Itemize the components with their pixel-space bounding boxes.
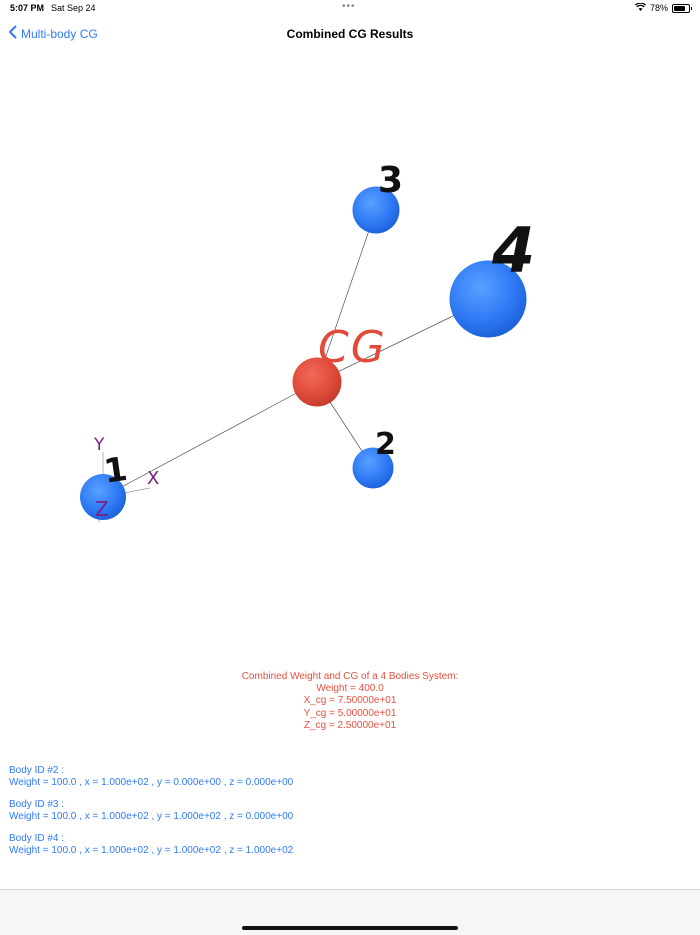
body-4-sphere[interactable] xyxy=(449,260,527,338)
status-time: 5:07 PM xyxy=(10,3,45,13)
x-axis-label: X xyxy=(147,468,159,489)
body-2-label: 2 xyxy=(375,427,396,462)
body-entry: Body ID #2 : Weight = 100.0 , x = 1.000e… xyxy=(9,765,293,789)
status-bar: 5:07 PM Sat Sep 24 ••• 78% xyxy=(0,0,700,18)
navigation-bar: Multi-body CG Combined CG Results xyxy=(0,20,700,50)
page-title: Combined CG Results xyxy=(286,27,414,41)
summary-z-cg: Z_cg = 2.50000e+01 xyxy=(303,719,397,731)
body-4-label: 4 xyxy=(491,214,535,287)
body-details: Weight = 100.0 , x = 1.000e+02 , y = 1.0… xyxy=(9,845,294,856)
body-entry: Body ID #4 : Weight = 100.0 , x = 1.000e… xyxy=(9,833,293,857)
body-list: Body ID #2 : Weight = 100.0 , x = 1.000e… xyxy=(9,765,293,867)
bottom-bar xyxy=(0,889,700,935)
cg-sphere[interactable] xyxy=(292,357,342,407)
battery-icon xyxy=(672,3,692,13)
body-details: Weight = 100.0 , x = 1.000e+02 , y = 0.0… xyxy=(9,777,294,788)
cg-3d-scene[interactable]: 1 2 3 4 CG X Y Z xyxy=(0,60,700,650)
body-1-sphere[interactable] xyxy=(80,474,126,520)
link-cg-body1 xyxy=(102,381,318,498)
body-2-sphere[interactable] xyxy=(352,447,394,489)
summary-y-cg: Y_cg = 5.00000e+01 xyxy=(303,707,397,719)
cg-label: CG xyxy=(318,322,387,373)
body-entry: Body ID #3 : Weight = 100.0 , x = 1.000e… xyxy=(9,799,293,823)
summary-weight: Weight = 400.0 xyxy=(316,683,384,695)
link-cg-body3 xyxy=(316,209,377,383)
body-details: Weight = 100.0 , x = 1.000e+02 , y = 1.0… xyxy=(9,811,294,822)
chevron-left-icon xyxy=(8,25,17,43)
body-id: Body ID #3 : xyxy=(9,799,65,810)
summary-x-cg: X_cg = 7.50000e+01 xyxy=(303,695,397,707)
back-button-label: Multi-body CG xyxy=(21,27,98,41)
battery-percent: 78% xyxy=(649,3,668,13)
status-right: 78% xyxy=(634,2,692,13)
body-id: Body ID #4 : xyxy=(9,833,65,844)
combined-cg-summary: Combined Weight and CG of a 4 Bodies Sys… xyxy=(0,671,700,732)
back-button[interactable]: Multi-body CG xyxy=(8,25,98,43)
status-date: Sat Sep 24 xyxy=(51,3,96,13)
summary-heading: Combined Weight and CG of a 4 Bodies Sys… xyxy=(241,671,459,682)
home-indicator[interactable] xyxy=(242,926,458,930)
z-axis-label: Z xyxy=(95,497,109,521)
y-axis-label: Y xyxy=(93,435,105,455)
multitasking-dots[interactable]: ••• xyxy=(342,1,356,12)
body-3-sphere[interactable] xyxy=(352,186,400,234)
scene-canvas[interactable]: 1 2 3 4 CG X Y Z xyxy=(0,60,700,650)
body-1-label: 1 xyxy=(101,449,129,491)
body-3-label: 3 xyxy=(378,160,403,201)
wifi-icon xyxy=(634,2,647,13)
body-id: Body ID #2 : xyxy=(9,765,65,776)
